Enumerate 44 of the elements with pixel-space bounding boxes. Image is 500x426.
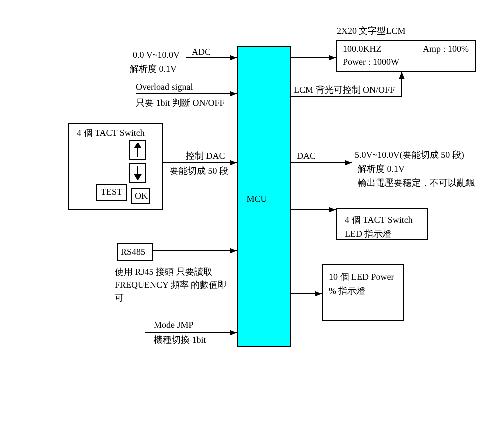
annotation-text: 要能切成 50 段 [170,166,228,177]
led-indicator-box [322,264,404,321]
node-label: 4 個 TACT Switch [77,128,145,139]
edge-label: Overload signal [136,82,194,93]
arrow [290,291,322,297]
note-text: 使用 RJ45 接頭 只要讀取 FREQUENCY 頻率 的數值即可 [115,266,228,305]
down-key [129,163,146,183]
node-label: Amp : 100% [423,44,469,55]
mcu-block [237,46,291,347]
arrow [152,248,238,254]
ok-key [131,188,150,204]
annotation-text: 5.0V~10.0V(要能切成 50 段) [355,150,464,161]
switch-panel-box [68,123,163,210]
arrow [144,330,238,336]
edge-label: DAC [297,151,316,162]
annotation-text: 解析度 0.1V [358,164,405,175]
node-label: MCU [246,193,268,206]
up-key [129,140,146,160]
arrow [186,55,238,61]
test-key [96,184,127,201]
node-label: RS485 [121,247,146,258]
annotation-text: 只要 1bit 判斷 ON/OFF [136,98,225,109]
node-label: OK [135,191,148,202]
node-label: 4 個 TACT Switch LED 指示燈 [345,214,414,241]
annotation-text: 解析度 0.1V [130,64,177,75]
arrow [162,160,238,166]
edge-label: 控制 DAC [186,151,226,162]
annotation-text: 0.0 V~10.0V [133,50,180,61]
edge-label: LCM 背光可控制 ON/OFF [294,85,396,96]
display-heading: 2X20 文字型LCM [337,26,406,37]
annotation-text: 機種切換 1bit [154,335,206,346]
arrow [136,91,238,97]
edge-label: Mode JMP [154,320,194,331]
arrow [290,55,336,61]
arrow [290,72,405,98]
node-label: 10 個 LED Power % 指示燈 [329,271,396,298]
arrow [290,207,336,213]
edge-label: ADC [192,47,212,58]
node-label: 100.0KHZ [343,44,382,55]
annotation-text: 輸出電壓要穩定，不可以亂飄 [358,178,475,189]
led-indicator-box [336,208,428,240]
node-label: TEST [101,187,122,198]
node-label: Power : 1000W [343,57,400,68]
arrow [290,160,352,166]
